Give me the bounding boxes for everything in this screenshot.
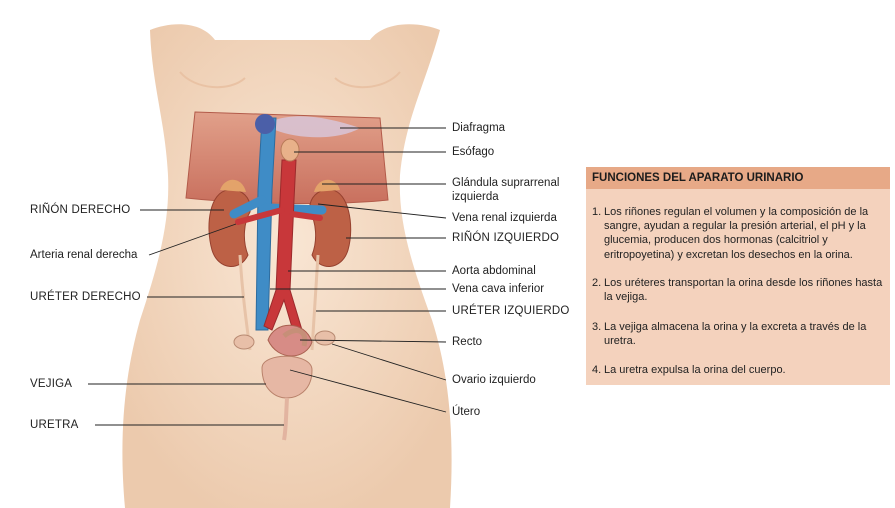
label-rinon-izquierdo: RIÑÓN IZQUIERDO [452, 232, 560, 244]
label-ovario-izquierdo: Ovario izquierdo [452, 374, 536, 386]
right-ovary [233, 334, 255, 350]
panel-title: FUNCIONES DEL APARATO URINARIO [586, 168, 890, 189]
urethra [282, 397, 289, 441]
label-esofago: Esófago [452, 146, 495, 158]
label-aorta-abdominal: Aorta abdominal [452, 265, 536, 277]
functions-panel: FUNCIONES DEL APARATO URINARIO 1. Los ri… [586, 167, 890, 385]
function-item: 2. Los uréteres transportan la orina des… [592, 276, 885, 304]
function-item: 3. La vejiga almacena la orina y la excr… [592, 320, 885, 348]
label-vena-cava-inferior: Vena cava inferior [452, 283, 545, 295]
function-item: 4. La uretra expulsa la orina del cuerpo… [592, 363, 885, 377]
right-renal-vein [229, 195, 267, 219]
label-glandula-suprarrenal: Glándula suprarrenal [452, 177, 560, 189]
function-number: 4. [592, 364, 602, 376]
left-ovary [314, 330, 336, 346]
label-rinon-derecho: RIÑÓN DERECHO [30, 204, 131, 216]
label-arteria-renal-derecha: Arteria renal derecha [30, 249, 138, 261]
label-utero: Útero [452, 406, 481, 418]
function-item: 1. Los riñones regulan el volumen y la c… [592, 205, 885, 262]
label-glandula-suprarrenal-2: izquierda [452, 191, 499, 203]
label-vejiga: VEJIGA [30, 378, 73, 390]
label-diafragma: Diafragma [452, 122, 506, 134]
esophagus [280, 138, 300, 162]
leader-line [289, 369, 447, 413]
chest-contour [334, 71, 401, 89]
function-number: 3. [592, 321, 602, 333]
right-adrenal [220, 179, 246, 192]
diaphragm-dome [275, 116, 360, 138]
function-text: La vejiga almacena la orina y la excreta… [604, 321, 867, 348]
function-number: 2. [592, 277, 602, 289]
left-renal-artery [289, 211, 323, 221]
right-renal-artery [235, 207, 285, 225]
label-vena-renal-izquierda: Vena renal izquierda [452, 212, 557, 224]
label-uretra: URETRA [30, 419, 79, 431]
rectum [282, 328, 308, 347]
label-ureter-izquierdo: URÉTER IZQUIERDO [452, 305, 570, 317]
left-adrenal [314, 179, 340, 192]
function-text: La uretra expulsa la orina del cuerpo. [604, 364, 786, 376]
left-ureter [310, 254, 320, 351]
function-text: Los uréteres transportan la orina desde … [604, 277, 883, 304]
vena-cava-top [255, 114, 275, 134]
right-kidney [208, 189, 251, 267]
leader-line [331, 343, 447, 381]
label-ureter-derecho: URÉTER DERECHO [30, 291, 141, 303]
leader-line [148, 223, 237, 256]
function-number: 1. [592, 206, 602, 218]
leader-line [299, 339, 447, 343]
function-text: Los riñones regulan el volumen y la comp… [604, 206, 869, 261]
leader-line [317, 203, 447, 219]
chest-contour [179, 71, 246, 89]
left-kidney [309, 189, 352, 267]
vena-cava [255, 117, 277, 331]
aorta [263, 159, 303, 335]
bladder [261, 355, 313, 399]
label-recto: Recto [452, 336, 483, 348]
